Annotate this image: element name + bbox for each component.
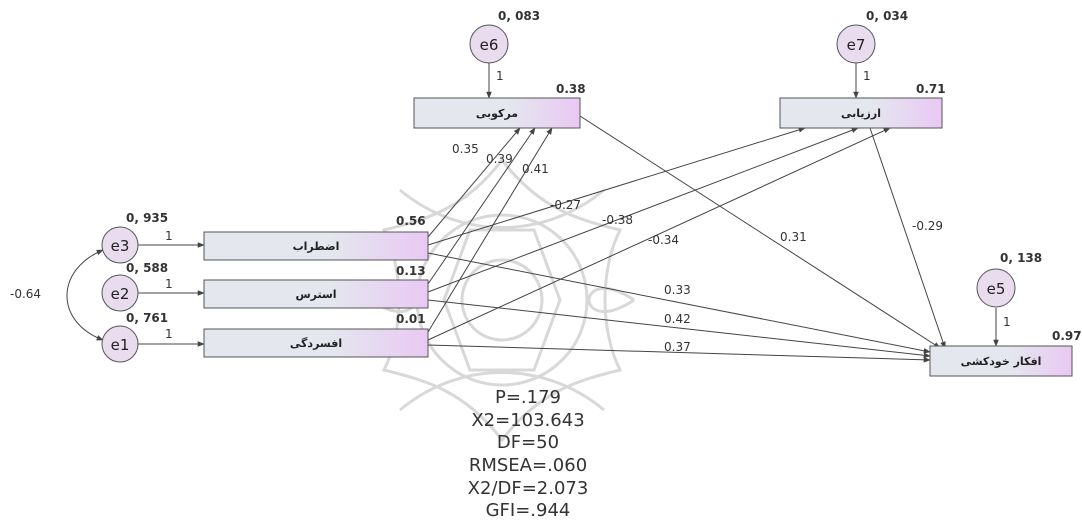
error-e7: e7 — [836, 24, 876, 64]
box-depression: افسردگی — [203, 328, 429, 358]
box-suicidal-thoughts: افکار خودکشی — [929, 345, 1073, 377]
path-stress-rumination — [427, 127, 536, 285]
r2-suicidal: 0.97 — [1052, 329, 1082, 343]
fit-rmsea: RMSEA=.060 — [469, 455, 587, 476]
fit-df: DF=50 — [497, 432, 559, 453]
fit-p: P=.179 — [495, 387, 561, 408]
path-stress-suicidal — [427, 299, 931, 359]
fit-gfi: GFI=.944 — [486, 500, 571, 521]
r2-depression: 0.01 — [396, 312, 426, 326]
loading-e2: 1 — [165, 277, 173, 291]
coef-stress-appraisal: -0.38 — [602, 213, 633, 227]
coef-anxiety-appraisal: -0.27 — [550, 198, 581, 212]
box-rumination: مرکوبی — [413, 97, 581, 129]
error-e6: e6 — [469, 24, 509, 64]
r2-rumination: 0.38 — [556, 82, 586, 96]
r2-appraisal: 0.71 — [916, 82, 946, 96]
error-label: e3 — [111, 237, 130, 255]
coef-rumination-suicidal: 0.31 — [780, 230, 807, 244]
error-e3: e3 — [101, 226, 139, 264]
coef-appraisal-suicidal: -0.29 — [912, 219, 943, 233]
coef-anxiety-suicidal: 0.33 — [664, 283, 691, 297]
variance-e7: 0, 034 — [866, 9, 908, 23]
loading-e1: 1 — [165, 327, 173, 341]
error-label: e7 — [847, 36, 866, 54]
fit-chi2: X2=103.643 — [471, 410, 584, 431]
variance-e6: 0, 083 — [498, 9, 540, 23]
box-label: مرکوبی — [476, 107, 518, 120]
path-depression-suicidal — [427, 344, 931, 363]
error-e2: e2 — [101, 274, 139, 312]
path-anxiety-appraisal — [427, 127, 806, 246]
path-appraisal-suicidal — [869, 127, 946, 349]
error-e1: e1 — [101, 325, 139, 363]
variance-e1: 0, 761 — [126, 311, 168, 325]
box-anxiety: اضطراب — [203, 231, 429, 261]
error-label: e6 — [480, 36, 499, 54]
path-anxiety-rumination — [427, 127, 521, 238]
correlation-e1-e3: -0.64 — [10, 287, 41, 301]
variance-e3: 0, 935 — [126, 211, 168, 225]
path-depression-appraisal — [427, 127, 891, 341]
box-label: اضطراب — [293, 240, 340, 253]
r2-anxiety: 0.56 — [396, 214, 426, 228]
fit-statistics: P=.179 X2=103.643 DF=50 RMSEA=.060 X2/DF… — [468, 387, 589, 521]
coef-depression-rumination: 0.41 — [522, 162, 549, 176]
paths — [66, 63, 999, 363]
variance-e2: 0, 588 — [126, 261, 168, 275]
error-label: e5 — [987, 280, 1006, 298]
r2-stress: 0.13 — [396, 264, 426, 278]
loading-e3: 1 — [165, 229, 173, 243]
correlation-arc-e1-e3 — [66, 249, 104, 341]
coef-depression-appraisal: -0.34 — [648, 233, 679, 247]
box-label: افسردگی — [290, 337, 342, 350]
watermark-ornament — [369, 157, 635, 443]
box-label: افکار خودکشی — [961, 355, 1042, 368]
fit-chi2-df: X2/DF=2.073 — [468, 478, 589, 499]
loading-e5: 1 — [1003, 315, 1011, 329]
coef-depression-suicidal: 0.37 — [664, 340, 691, 354]
coef-anxiety-rumination: 0.35 — [452, 142, 479, 156]
error-label: e2 — [111, 285, 130, 303]
path-depression-rumination — [427, 127, 553, 333]
box-stress: استرس — [203, 279, 429, 309]
coef-stress-rumination: 0.39 — [486, 152, 513, 166]
path-rumination-suicidal — [579, 115, 941, 349]
box-label: استرس — [295, 288, 336, 301]
box-label: ارزیابی — [841, 107, 881, 120]
loading-e6: 1 — [496, 69, 504, 83]
path-anxiety-suicidal — [427, 252, 931, 354]
box-appraisal: ارزیابی — [779, 97, 943, 129]
error-label: e1 — [111, 336, 130, 354]
coef-stress-suicidal: 0.42 — [664, 312, 691, 326]
error-e5: e5 — [976, 268, 1016, 308]
path-stress-appraisal — [427, 127, 859, 293]
loading-e7: 1 — [863, 69, 871, 83]
variance-e5: 0, 138 — [1000, 251, 1042, 265]
